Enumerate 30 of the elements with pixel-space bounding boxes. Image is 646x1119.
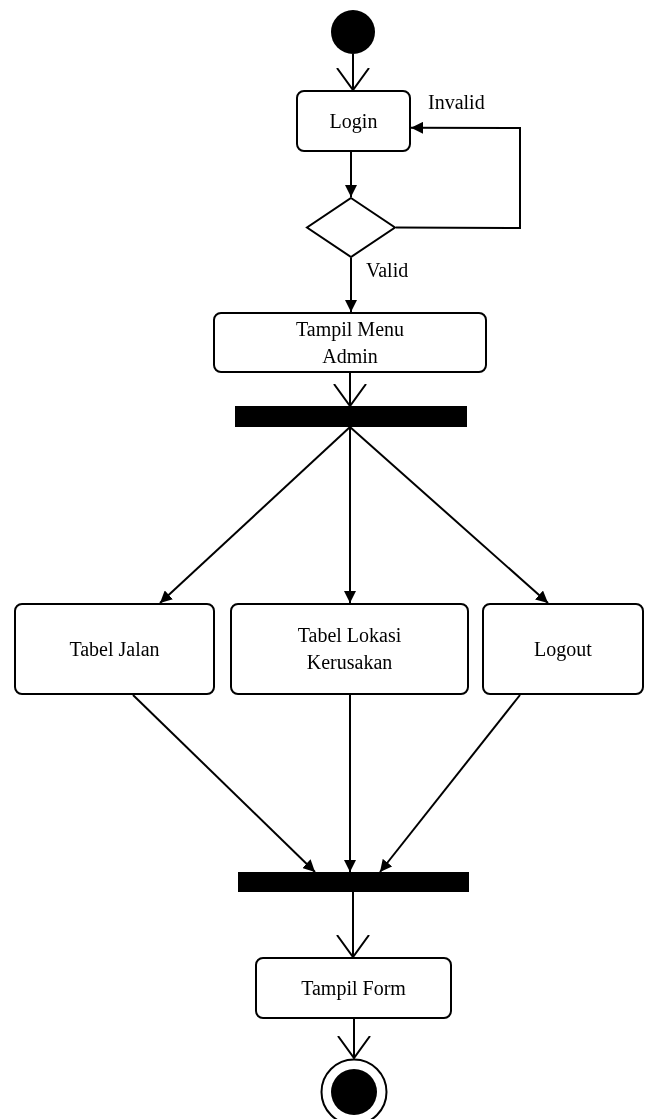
arrow [333, 372, 367, 407]
action-box [14, 603, 215, 695]
action-box [255, 957, 452, 1019]
arrow [336, 53, 370, 91]
action-box [482, 603, 644, 695]
arrow [337, 1018, 371, 1059]
arrow [159, 426, 351, 604]
action-label: Login [329, 108, 378, 135]
sync-bar [235, 406, 467, 427]
sync-bar [238, 872, 469, 892]
arrow [344, 694, 356, 873]
action-label: Logout [534, 636, 592, 663]
arrow [379, 694, 521, 873]
action-box [230, 603, 469, 695]
initial-node [331, 10, 375, 54]
action-box [296, 90, 411, 152]
arrow [395, 121, 521, 229]
final-node [320, 1058, 388, 1119]
decision-diamond [306, 197, 396, 258]
arrow [336, 891, 370, 958]
arrow [349, 426, 549, 604]
arrow [345, 151, 357, 198]
action-label: Tabel Jalan [69, 636, 160, 662]
action-label: Tampil Menu Admin [295, 316, 405, 369]
action-label: Tabel Lokasi Kerusakan [296, 623, 403, 675]
arrow [345, 257, 357, 313]
arrow [344, 426, 356, 604]
arrow [132, 694, 316, 873]
action-label: Tampil Form [301, 975, 406, 1002]
action-box [213, 312, 487, 373]
